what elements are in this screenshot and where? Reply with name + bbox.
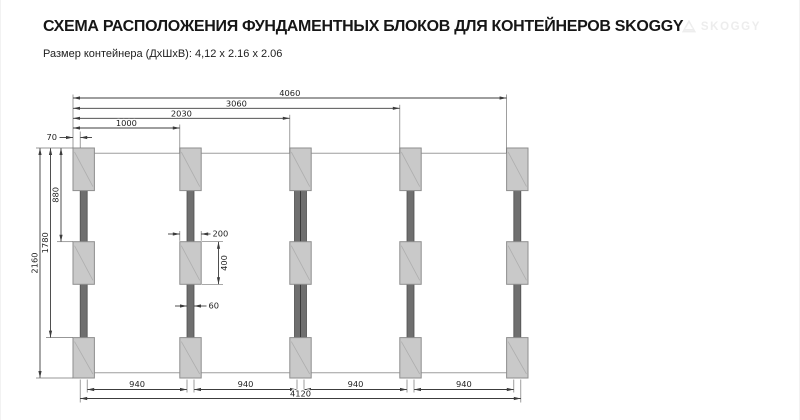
block-diagonal-line: [507, 341, 527, 375]
skoggy-logo-text: SKOGGY: [700, 20, 761, 33]
dim-label-4120: 4120: [290, 388, 311, 398]
block-diagonal-line: [74, 151, 94, 187]
block-diagonal-line: [290, 151, 311, 187]
dim-label-200: 200: [213, 229, 229, 239]
block-diagonal-line: [400, 341, 421, 375]
dim-label-2160: 2160: [30, 252, 40, 273]
dim-label-880: 880: [51, 187, 61, 203]
block-diagonal-line: [180, 151, 201, 187]
header: СХЕМА РАСПОЛОЖЕНИЯ ФУНДАМЕНТНЫХ БЛОКОВ Д…: [43, 18, 757, 60]
dim-label-1000: 1000: [116, 118, 137, 128]
dim-label-60: 60: [209, 301, 220, 311]
block-diagonal-line: [400, 245, 421, 281]
dim-label-940: 940: [348, 379, 364, 389]
dim-label-940: 940: [238, 379, 254, 389]
dim-label-2030: 2030: [171, 108, 192, 118]
dim-label-400: 400: [219, 255, 229, 271]
block-diagonal-line: [290, 341, 311, 375]
block-diagonal-line: [290, 245, 311, 281]
skoggy-logo: SKOGGY: [681, 20, 761, 33]
block-diagonal-line: [507, 245, 527, 281]
dim-label-940: 940: [129, 379, 145, 389]
block-diagonal-line: [507, 151, 527, 187]
container-size-subtitle: Размер контейнера (ДхШхВ): 4,12 x 2.16 x…: [43, 48, 283, 60]
dim-label-3060: 3060: [226, 98, 247, 108]
skoggy-logo-triangle-icon: [681, 20, 696, 33]
block-diagonal-line: [74, 341, 94, 375]
dim-label-1780: 1780: [40, 232, 50, 253]
dim-label-940: 940: [456, 379, 472, 389]
block-diagonal-line: [180, 245, 201, 281]
page-title: СХЕМА РАСПОЛОЖЕНИЯ ФУНДАМЕНТНЫХ БЛОКОВ Д…: [43, 18, 684, 35]
block-diagonal-line: [180, 341, 201, 375]
dim-label-4060: 4060: [279, 88, 300, 98]
block-diagonal-line: [74, 245, 94, 281]
block-diagonal-line: [400, 151, 421, 187]
dim-label-70: 70: [46, 132, 57, 142]
